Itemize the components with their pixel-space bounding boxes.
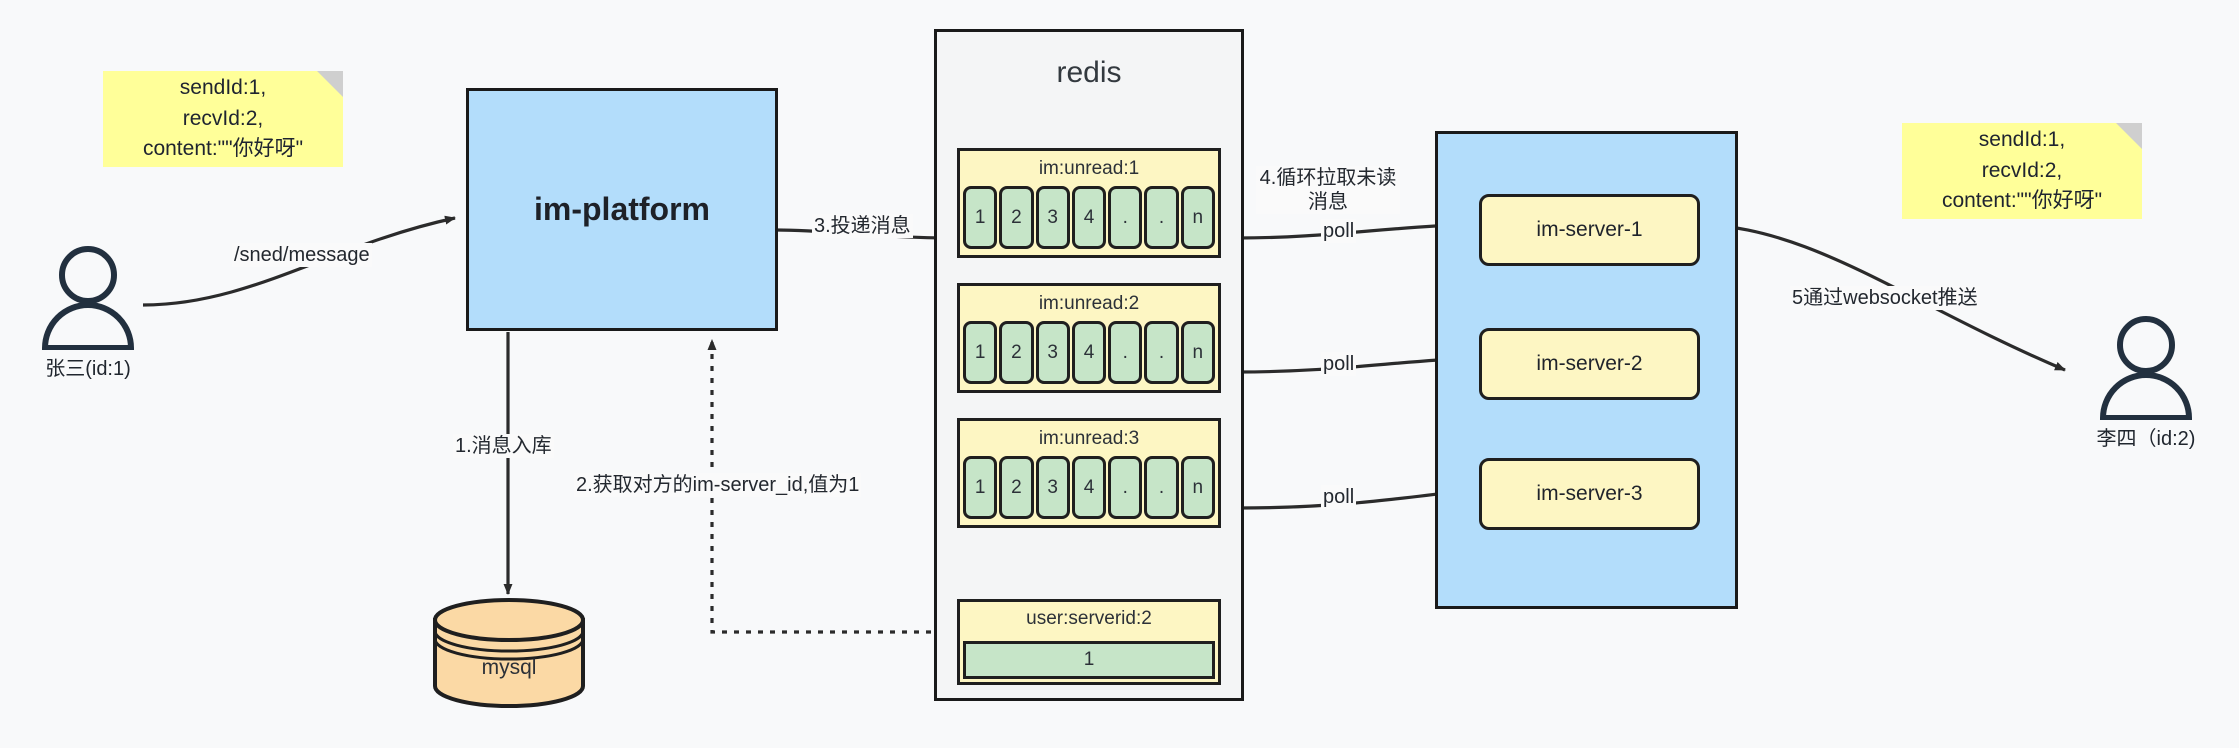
- queue-cell: 2: [999, 456, 1034, 519]
- redis-queue-3[interactable]: im:unread:3 1 2 3 4 . . n: [957, 418, 1221, 528]
- redis-kv-key: user:serverid:2: [1026, 608, 1152, 629]
- queue-cell: 2: [999, 321, 1034, 384]
- actor-sender-label: 张三(id:1): [45, 358, 131, 380]
- message-note-left-text: sendId:1, recvId:2, content:""你好呀": [142, 76, 304, 161]
- redis-queue-3-cells: 1 2 3 4 . . n: [963, 456, 1215, 519]
- redis-kv-user-serverid[interactable]: user:serverid:2 1: [957, 599, 1221, 685]
- im-server-1-label: im-server-1: [1536, 218, 1643, 241]
- redis-title: redis: [1056, 56, 1122, 89]
- queue-cell: .: [1108, 456, 1143, 519]
- mysql-label: mysql: [481, 656, 537, 679]
- queue-cell: 2: [999, 186, 1034, 249]
- edge-label-step4: 4.循环拉取未读消息: [1256, 166, 1400, 214]
- redis-queue-1-key: im:unread:1: [1038, 158, 1140, 179]
- edge-label-send-message: /sned/message: [232, 243, 372, 267]
- message-note-right-text: sendId:1, recvId:2, content:""你好呀": [1941, 128, 2103, 213]
- edge-label-poll-2: poll: [1321, 352, 1357, 376]
- actor-receiver-label: 李四（id:2): [2096, 428, 2196, 450]
- edge-label-poll-3: poll: [1321, 485, 1357, 509]
- redis-queue-3-key: im:unread:3: [1038, 428, 1140, 449]
- queue-cell: 1: [963, 456, 998, 519]
- queue-cell: .: [1144, 186, 1179, 249]
- im-server-2-label: im-server-2: [1536, 352, 1643, 375]
- edge-label-step5: 5通过websocket推送: [1790, 286, 1980, 310]
- user-icon: [41, 246, 135, 350]
- redis-kv-value: 1: [963, 641, 1215, 679]
- message-note-left: sendId:1, recvId:2, content:""你好呀": [103, 71, 343, 167]
- note-fold-icon: [317, 71, 343, 97]
- message-note-right: sendId:1, recvId:2, content:""你好呀": [1902, 123, 2142, 219]
- queue-cell: n: [1180, 186, 1215, 249]
- im-platform-label: im-platform: [534, 191, 710, 227]
- queue-cell: 3: [1035, 321, 1070, 384]
- note-fold-icon: [2116, 123, 2142, 149]
- im-server-3-box[interactable]: im-server-3: [1479, 458, 1700, 530]
- redis-queue-1[interactable]: im:unread:1 1 2 3 4 . . n: [957, 148, 1221, 258]
- queue-cell: 4: [1071, 321, 1107, 384]
- queue-cell: .: [1144, 321, 1179, 384]
- queue-cell: 3: [1035, 456, 1070, 519]
- edge-label-poll-1: poll: [1321, 219, 1357, 243]
- actor-receiver: 李四（id:2): [2091, 310, 2201, 460]
- im-server-1-box[interactable]: im-server-1: [1479, 194, 1700, 266]
- actor-sender: 张三(id:1): [33, 240, 143, 390]
- redis-queue-2-cells: 1 2 3 4 . . n: [963, 321, 1215, 384]
- user-icon: [2099, 316, 2193, 420]
- queue-cell: 1: [963, 321, 998, 384]
- queue-cell: 4: [1071, 456, 1107, 519]
- im-server-3-label: im-server-3: [1536, 482, 1643, 505]
- redis-queue-1-cells: 1 2 3 4 . . n: [963, 186, 1215, 249]
- queue-cell: .: [1108, 321, 1143, 384]
- database-cylinder-icon: [433, 598, 585, 708]
- queue-cell: 4: [1071, 186, 1107, 249]
- im-server-2-box[interactable]: im-server-2: [1479, 328, 1700, 400]
- mysql-database[interactable]: mysql: [430, 598, 588, 708]
- redis-queue-2[interactable]: im:unread:2 1 2 3 4 . . n: [957, 283, 1221, 393]
- edge-label-step1: 1.消息入库: [453, 434, 554, 458]
- queue-cell: n: [1180, 456, 1215, 519]
- edge-label-step2: 2.获取对方的im-server_id,值为1: [574, 473, 862, 497]
- im-platform-box[interactable]: im-platform: [466, 88, 778, 331]
- queue-cell: n: [1180, 321, 1215, 384]
- queue-cell: 1: [963, 186, 998, 249]
- queue-cell: .: [1108, 186, 1143, 249]
- redis-panel: redis im:unread:1 1 2 3 4 . . n im:unrea…: [934, 29, 1244, 701]
- queue-cell: 3: [1035, 186, 1070, 249]
- im-server-group: im-server-1 im-server-2 im-server-3: [1435, 131, 1738, 609]
- redis-queue-2-key: im:unread:2: [1038, 293, 1140, 314]
- edge-label-step3: 3.投递消息: [812, 214, 913, 238]
- queue-cell: .: [1144, 456, 1179, 519]
